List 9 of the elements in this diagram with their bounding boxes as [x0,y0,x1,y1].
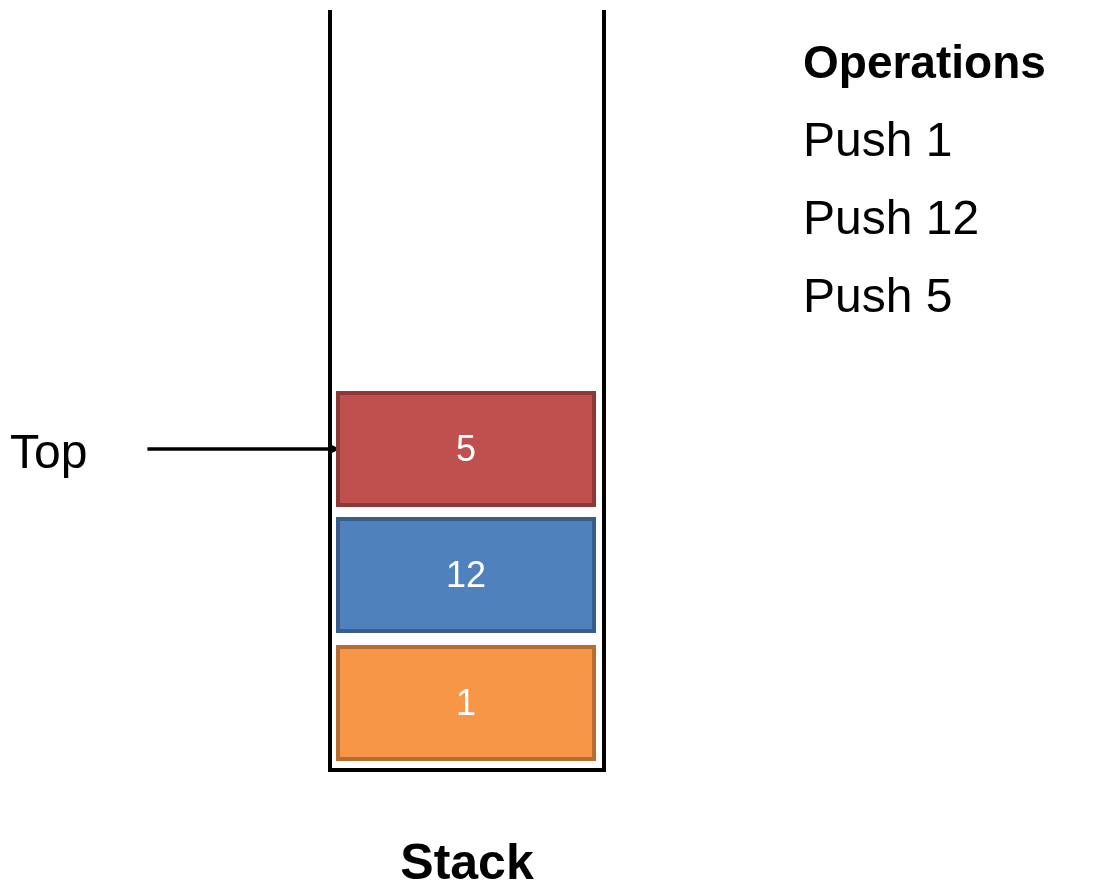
operation-text: Push 12 [803,190,980,246]
stack-label: Stack [399,834,535,890]
operation-text: Push 1 [803,112,953,168]
pointer-label: Top [10,424,88,480]
list-heading: Operations [803,35,1046,90]
stack-element: 5 [336,391,596,507]
stack-element: 12 [336,517,596,633]
operation-text: Push 5 [803,268,953,324]
stack-element: 1 [336,645,596,761]
